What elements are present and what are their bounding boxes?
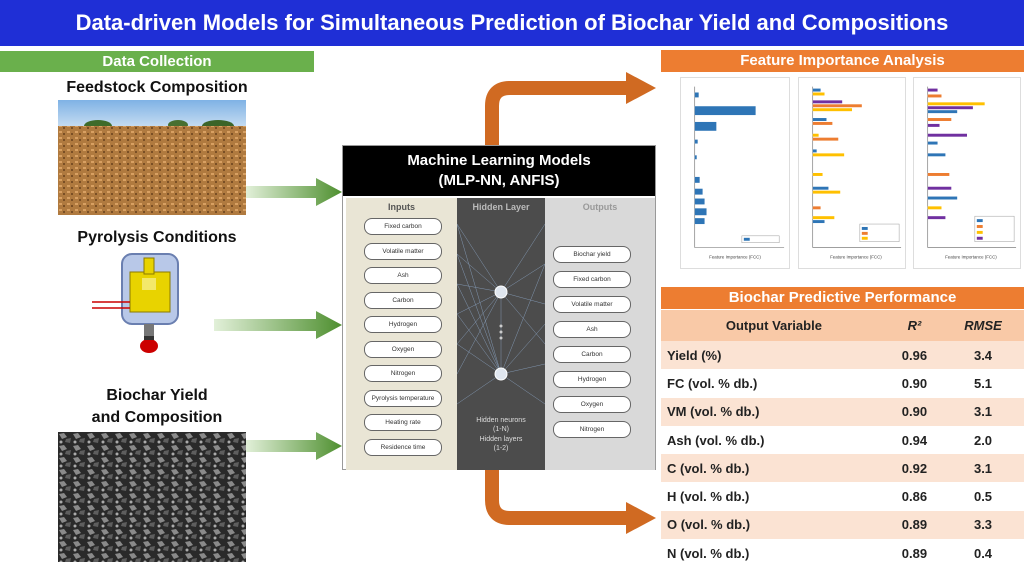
- biochar-label-1: Biochar Yield: [106, 387, 208, 404]
- output-variable-cell: FC (vol. % db.): [661, 369, 887, 398]
- col-rmse: RMSE: [942, 310, 1024, 341]
- output-variable-cell: C (vol. % db.): [661, 454, 887, 483]
- rmse-cell: 3.4: [942, 341, 1024, 370]
- hidden-layers-range: (1-2): [493, 445, 509, 452]
- input-node: Ash: [364, 267, 442, 284]
- input-node: Pyrolysis temperature: [364, 389, 442, 407]
- biochar-sem-image: [58, 432, 246, 562]
- col-output-variable: Output Variable: [661, 310, 887, 341]
- r2-cell: 0.90: [886, 397, 943, 426]
- table-header-row: Output Variable R² RMSE: [661, 310, 1024, 341]
- rmse-cell: 3.1: [942, 397, 1024, 426]
- output-node: Hydrogen: [553, 371, 631, 388]
- output-node: Nitrogen: [553, 421, 631, 438]
- feature-importance-chart-1: Feature Importance (FCC): [680, 77, 790, 269]
- r2-cell: 0.92: [886, 454, 943, 483]
- output-variable-cell: Ash (vol. % db.): [661, 425, 887, 455]
- feature-importance-chart-3: Feature Importance (FCC): [913, 77, 1021, 269]
- arrow-biochar: [246, 432, 342, 460]
- feature-importance-header: Feature Importance Analysis: [661, 50, 1024, 72]
- output-variable-cell: VM (vol. % db.): [661, 397, 887, 426]
- hidden-title: Hidden Layer: [472, 202, 530, 212]
- chart1-xlabel: Feature Importance (FCC): [709, 254, 761, 259]
- feedstock-label: Feedstock Composition: [66, 79, 248, 96]
- biochar-label-2: and Composition: [91, 409, 223, 426]
- chart2-xlabel: Feature Importance (FCC): [830, 254, 882, 259]
- input-node: Hydrogen: [364, 316, 442, 333]
- arrow-pyrolysis: [214, 311, 342, 339]
- inputs-title: Inputs: [388, 202, 415, 212]
- r2-cell: 0.89: [886, 539, 943, 565]
- r2-cell: 0.86: [886, 482, 943, 511]
- outputs-title: Outputs: [582, 202, 618, 212]
- rmse-cell: 0.4: [942, 539, 1024, 565]
- r2-cell: 0.94: [886, 425, 943, 455]
- output-node: Ash: [553, 321, 631, 338]
- input-node: Nitrogen: [364, 365, 442, 382]
- input-node: Volatile matter: [364, 242, 442, 260]
- pyrolysis-label: Pyrolysis Conditions: [77, 229, 237, 246]
- input-node: Residence time: [364, 438, 442, 456]
- input-node: Carbon: [364, 291, 442, 309]
- feedstock-photo: [58, 100, 246, 215]
- arrow-feedstock: [246, 178, 342, 206]
- output-node: Carbon: [553, 346, 631, 363]
- data-collection-header: Data Collection: [0, 51, 314, 72]
- page-title: Data-driven Models for Simultaneous Pred…: [0, 0, 1024, 46]
- rmse-cell: 3.1: [942, 454, 1024, 483]
- arrow-to-performance: [485, 470, 656, 534]
- col-r2: R²: [886, 310, 943, 341]
- rmse-cell: 5.1: [942, 369, 1024, 398]
- input-node: Fixed carbon: [364, 218, 442, 235]
- output-variable-cell: N (vol. % db.): [661, 539, 887, 565]
- output-variable-cell: Yield (%): [661, 341, 887, 370]
- r2-cell: 0.90: [886, 369, 943, 398]
- ml-title-2: (MLP-NN, ANFIS): [438, 172, 560, 189]
- output-variable-cell: O (vol. % db.): [661, 510, 887, 540]
- hidden-neurons-note: Hidden neurons: [476, 417, 526, 424]
- arrow-to-features: [485, 72, 656, 146]
- performance-header: Biochar Predictive Performance: [661, 287, 1024, 309]
- rmse-cell: 0.5: [942, 482, 1024, 511]
- rmse-cell: 3.3: [942, 510, 1024, 540]
- input-node: Heating rate: [364, 414, 442, 431]
- output-node: Oxygen: [553, 396, 631, 413]
- input-node: Oxygen: [364, 340, 442, 358]
- network-lines: [457, 223, 545, 405]
- rmse-cell: 2.0: [942, 425, 1024, 455]
- chart3-xlabel: Feature Importance (FCC): [945, 254, 997, 259]
- output-variable-cell: H (vol. % db.): [661, 482, 887, 511]
- r2-cell: 0.89: [886, 510, 943, 540]
- feature-importance-chart-2: Feature Importance (FCC): [798, 77, 906, 269]
- ml-models-box: Machine Learning Models (MLP-NN, ANFIS) …: [342, 145, 656, 470]
- reactor-diagram: [92, 253, 179, 353]
- hidden-layers-note: Hidden layers: [479, 436, 523, 443]
- hidden-layer-column: Hidden Layer Hidden neurons (1-N) Hidden…: [457, 198, 545, 470]
- output-node: Biochar yield: [553, 246, 631, 263]
- output-node: Fixed carbon: [553, 271, 631, 288]
- output-node: Volatile matter: [553, 296, 631, 313]
- r2-cell: 0.96: [886, 341, 943, 370]
- ml-models-header: Machine Learning Models (MLP-NN, ANFIS): [343, 146, 655, 196]
- ml-title-1: Machine Learning Models: [407, 152, 591, 169]
- hidden-neurons-range: (1-N): [493, 426, 509, 433]
